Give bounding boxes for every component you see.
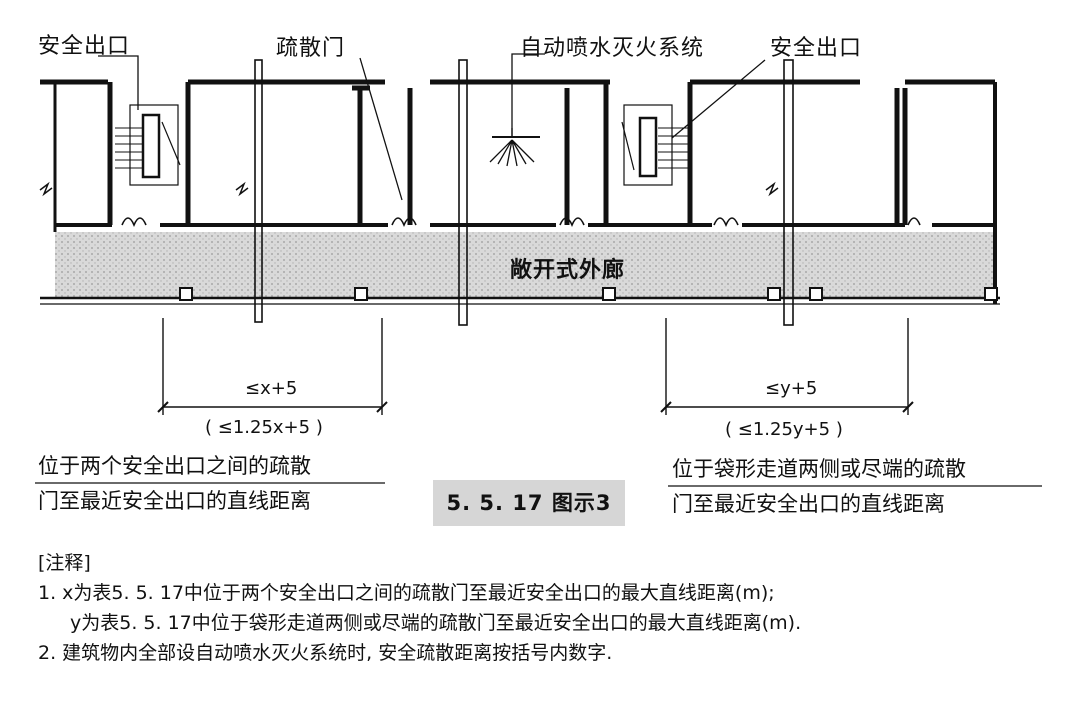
notes-block: [注释] 1. x为表5. 5. 17中位于两个安全出口之间的疏散门至最近安全出…: [38, 548, 801, 668]
open-corridor: [55, 232, 995, 298]
risers: [254, 59, 794, 326]
label-sprinkler-system: 自动喷水灭火系统: [520, 36, 705, 61]
dim-left-main: ≤x+5: [245, 378, 298, 399]
desc-right-line2: 门至最近安全出口的直线距离: [672, 492, 945, 516]
dimension-right: [660, 318, 914, 415]
figure-caption: 5. 5. 17 图示3: [433, 480, 625, 526]
stair-left: [115, 104, 181, 186]
dim-right-alt: ( ≤1.25y+5 ): [725, 419, 843, 440]
top-walls: [40, 79, 995, 225]
stair-right: [621, 104, 688, 186]
label-open-corridor: 敞开式外廊: [510, 258, 626, 283]
floor-plan-diagram: [35, 53, 1042, 487]
label-exit-left: 安全出口: [38, 34, 131, 59]
notes-line-2: y为表5. 5. 17中位于袋形走道两侧或尽端的疏散门至最近安全出口的最大直线距…: [70, 612, 802, 634]
sprinkler-icon: [489, 128, 540, 167]
notes-line-3: 2. 建筑物内全部设自动喷水灭火系统时, 安全疏散距离按括号内数字.: [38, 642, 613, 664]
notes-heading: [注释]: [38, 552, 91, 574]
door-swings: [121, 217, 921, 228]
columns: [179, 287, 998, 301]
label-evacuation-door: 疏散门: [276, 36, 346, 61]
desc-left-line2: 门至最近安全出口的直线距离: [38, 489, 311, 513]
break-marks: [39, 181, 779, 197]
dim-right-main: ≤y+5: [765, 378, 818, 399]
notes-line-1: 1. x为表5. 5. 17中位于两个安全出口之间的疏散门至最近安全出口的最大直…: [38, 582, 775, 604]
desc-left-line1: 位于两个安全出口之间的疏散: [38, 454, 311, 478]
dimension-left: [157, 318, 388, 415]
desc-right-line1: 位于袋形走道两侧或尽端的疏散: [672, 457, 966, 481]
label-exit-right: 安全出口: [770, 36, 863, 61]
dim-left-alt: ( ≤1.25x+5 ): [205, 417, 323, 438]
leader-lines: [98, 53, 766, 201]
